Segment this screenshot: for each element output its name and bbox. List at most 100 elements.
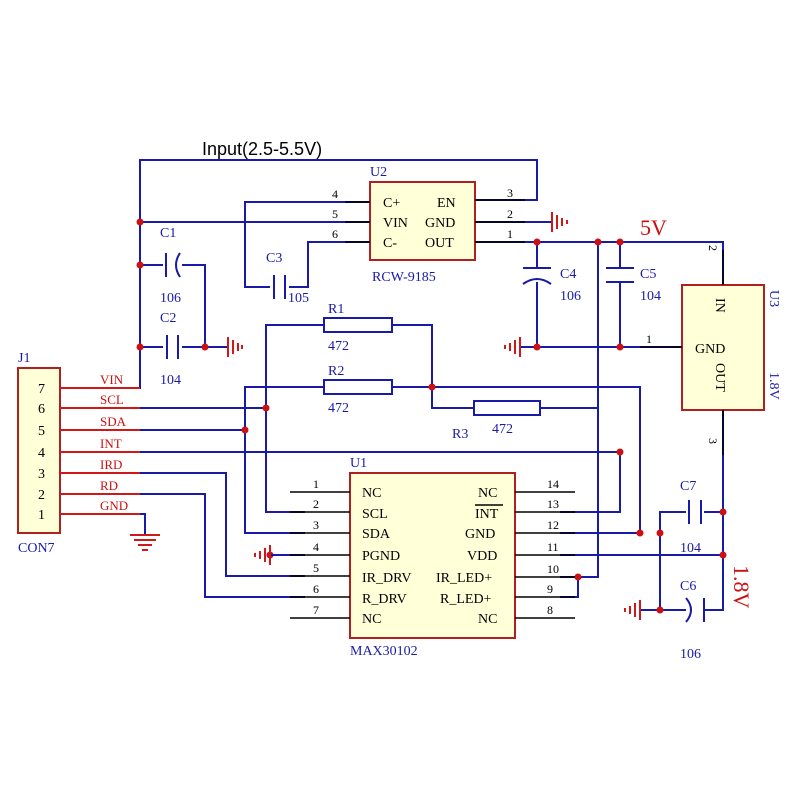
junction-dot	[201, 343, 209, 351]
u1-body	[349, 472, 516, 639]
j1-pin-number: 7	[38, 382, 45, 397]
u1-pin-name: NC	[478, 612, 497, 627]
u2-pin-number: 2	[507, 207, 513, 221]
u1-pin-name: IR_LED+	[436, 571, 492, 586]
junction-dot	[616, 448, 624, 456]
u1-pin-name: R_LED+	[440, 592, 492, 607]
junction-dot	[616, 238, 624, 246]
capacitor-ref: C4	[560, 267, 576, 282]
resistor-value: 472	[328, 339, 349, 354]
capacitor-ref: C6	[680, 579, 696, 594]
u2-pin-number: 4	[332, 187, 338, 201]
j1-pin-name: VIN	[100, 372, 124, 387]
u2-pin-number: 3	[507, 186, 513, 200]
u1-pin-number: 14	[547, 477, 559, 491]
input-voltage-label: Input(2.5-5.5V)	[202, 139, 322, 159]
j1-pin-number: 4	[38, 446, 45, 461]
u2-pin-name: OUT	[425, 236, 454, 251]
junction-dot	[241, 426, 249, 434]
capacitor-c1-symbol	[165, 252, 181, 278]
j1-pin-name: GND	[100, 498, 128, 513]
capacitor-ref: C1	[160, 226, 176, 241]
capacitor-c4-symbol	[522, 267, 552, 285]
u1-pin-number: 10	[547, 562, 559, 576]
junction-dot	[616, 343, 624, 351]
u1-pin-name: NC	[362, 612, 381, 627]
u1-pin-number: 3	[313, 518, 319, 532]
j1-pin-name: RD	[100, 478, 118, 493]
capacitor-c7-symbol	[688, 500, 702, 524]
u3-body	[681, 284, 765, 411]
resistor-ref: R3	[452, 427, 468, 442]
ground-symbol-u2	[551, 212, 568, 232]
u1-pin-number: 7	[313, 603, 319, 617]
u1-pin-name: IR_DRV	[362, 571, 411, 586]
resistor-r1	[323, 317, 393, 333]
capacitor-value: 104	[640, 289, 661, 304]
resistor-value: 472	[492, 422, 513, 437]
u1-pin-number: 13	[547, 497, 559, 511]
u3-pin-name: IN	[712, 298, 727, 313]
u3-pin-number: 1	[646, 332, 652, 346]
ground-symbol-c2	[227, 337, 243, 357]
junction-dot	[636, 529, 644, 537]
capacitor-value: 106	[160, 291, 181, 306]
u1-pin-name: INT	[475, 507, 499, 522]
j1-pin-number: 6	[38, 402, 45, 417]
u1-part: MAX30102	[350, 644, 418, 659]
junction-dot	[574, 573, 582, 581]
j1-body	[17, 367, 61, 534]
resistor-r3	[473, 400, 541, 416]
u2-pin-number: 5	[332, 207, 338, 221]
capacitor-value: 104	[160, 373, 181, 388]
junction-dot	[136, 261, 144, 269]
u2-ref: U2	[370, 165, 387, 180]
junctions	[136, 218, 727, 614]
j1-pin-number: 1	[38, 508, 45, 523]
j1-pin-name: INT	[100, 436, 122, 451]
u2-body	[369, 181, 476, 261]
u1-leads	[290, 491, 575, 619]
u1-pin-number: 11	[547, 540, 559, 554]
resistor-ref: R2	[328, 364, 344, 379]
u1-pin-number: 6	[313, 582, 319, 596]
u1-pin-number: 4	[313, 540, 319, 554]
j1-pin-number: 5	[38, 424, 45, 439]
u2-leads	[345, 199, 525, 243]
u3-pin-number: 3	[706, 438, 720, 444]
junction-dot	[719, 508, 727, 516]
junction-dot	[136, 218, 144, 226]
j1-pin-name: SDA	[100, 414, 127, 429]
ground-symbol-u3	[504, 337, 521, 357]
j1-pin-name: IRD	[100, 457, 122, 472]
rail-1v8-label: 1.8V	[729, 565, 754, 609]
junction-dot	[719, 551, 727, 559]
capacitor-ref: C2	[160, 311, 176, 326]
u1-pin-name: SCL	[362, 507, 388, 522]
j1-part: CON7	[18, 541, 55, 556]
u3-leads	[640, 250, 724, 455]
u3-pin-name: GND	[695, 342, 725, 357]
u1-pin-name: GND	[465, 527, 495, 542]
u2-pin-number: 1	[507, 227, 513, 241]
u1-pin-number: 9	[547, 582, 553, 596]
junction-dot	[428, 383, 436, 391]
capacitor-value: 104	[680, 541, 701, 556]
capacitor-value: 106	[560, 289, 581, 304]
u1-pin-name: R_DRV	[362, 592, 407, 607]
ground-symbol-j1	[130, 534, 160, 551]
capacitor-ref: C3	[266, 251, 282, 266]
junction-dot	[262, 404, 270, 412]
capacitor-value: 106	[680, 647, 701, 662]
u1-ref: U1	[350, 456, 367, 471]
junction-dot	[594, 238, 602, 246]
u3-part: 1.8V	[766, 372, 781, 400]
u2-pin-name: EN	[437, 196, 456, 211]
ground-symbol-c6	[624, 600, 641, 620]
junction-dot	[533, 238, 541, 246]
u1-pin-name: SDA	[362, 527, 391, 542]
u1-pin-name: PGND	[362, 549, 400, 564]
resistor-r2	[323, 379, 393, 395]
capacitor-c2-symbol	[166, 335, 179, 359]
